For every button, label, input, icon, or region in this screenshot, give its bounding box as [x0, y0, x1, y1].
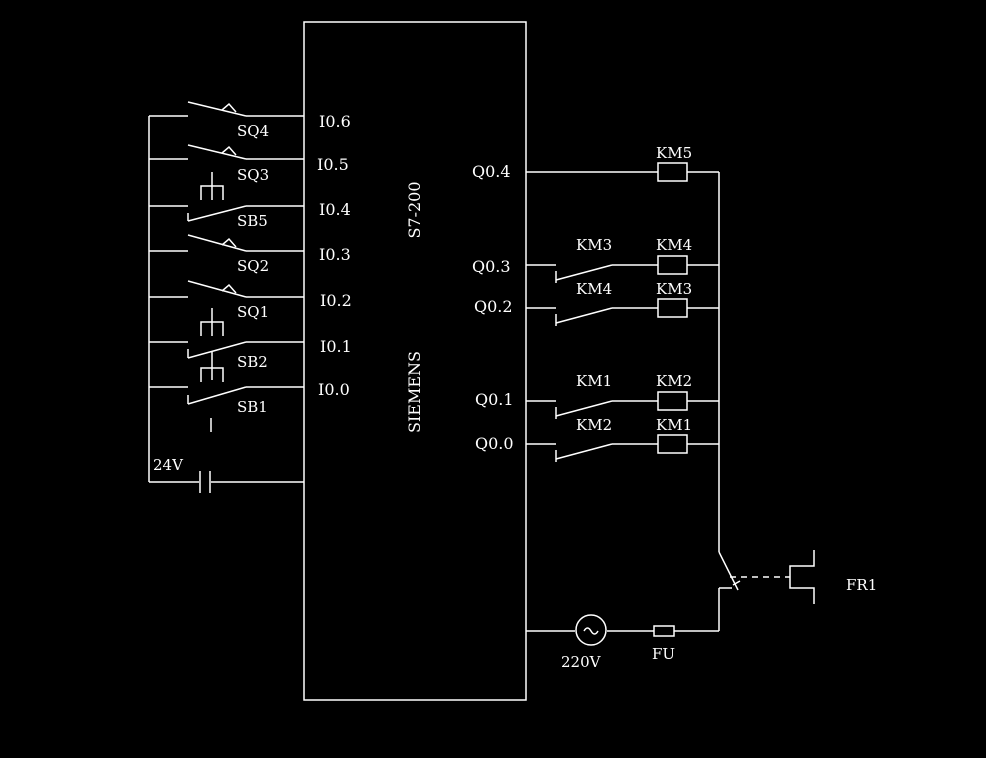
input-row-i01: SB2 I0.1 — [149, 308, 352, 371]
ac-source-icon — [575, 614, 607, 646]
fuse-fu — [653, 625, 675, 637]
thermal-relay-label: FR1 — [846, 576, 877, 594]
limit-switch-sq2 — [187, 234, 247, 252]
output-supply-label: 220V — [561, 653, 602, 671]
output-address-label: Q0.3 — [472, 257, 511, 276]
coil-km2 — [657, 391, 688, 411]
push-button-sb2 — [187, 341, 247, 359]
input-row-i04: SB5 I0.4 — [149, 172, 351, 230]
coil-km5 — [657, 162, 688, 182]
interlock-label: KM4 — [576, 280, 612, 298]
input-supply-label: 24V — [153, 456, 184, 474]
coil-km4 — [657, 255, 688, 275]
output-row-q01: Q0.1 KM1 KM2 — [475, 372, 719, 419]
push-button-sb1 — [187, 386, 247, 405]
coil-km1 — [657, 434, 688, 454]
limit-switch-sq3 — [187, 144, 247, 160]
input-address-label: I0.5 — [317, 155, 349, 174]
input-device-label: SB5 — [237, 212, 268, 230]
interlock-label: KM1 — [576, 372, 612, 390]
input-device-label: SQ4 — [237, 122, 269, 140]
interlock-contact-km4 — [555, 307, 613, 324]
plc-model-label: S7-200 — [405, 181, 424, 238]
input-device-label: SQ2 — [237, 257, 269, 275]
interlock-contact-km2 — [555, 443, 613, 460]
coil-km3 — [657, 298, 688, 318]
plc-brand-label: SIEMENS — [405, 351, 424, 433]
interlock-contact-km1 — [555, 400, 613, 417]
output-address-label: Q0.0 — [475, 434, 514, 453]
input-row-i03: SQ2 I0.3 — [149, 234, 351, 275]
output-row-q03: Q0.4 Q0.3 KM3 KM4 — [472, 236, 719, 283]
input-device-label: SQ3 — [237, 166, 269, 184]
interlock-label: KM2 — [576, 416, 612, 434]
limit-switch-sq4 — [187, 101, 247, 117]
input-address-label: I0.6 — [319, 112, 351, 131]
fuse-label: FU — [652, 645, 675, 663]
output-address-label: Q0.4 — [472, 162, 511, 181]
input-device-label: SB1 — [237, 398, 268, 416]
input-device-label: SB2 — [237, 353, 268, 371]
input-address-label: I0.2 — [320, 291, 352, 310]
coil-label: KM5 — [656, 144, 692, 162]
output-row-q04: Q0.4 KM5 — [472, 144, 719, 182]
interlock-label: KM3 — [576, 236, 612, 254]
input-device-label: SQ1 — [237, 303, 269, 321]
input-address-label: I0.1 — [320, 337, 352, 356]
thermal-relay-fr1: FR1 — [718, 550, 877, 631]
input-row-i06: SQ4 I0.6 — [149, 101, 351, 140]
input-row-i00: SB1 I0.0 — [149, 352, 350, 432]
coil-label: KM2 — [656, 372, 692, 390]
input-address-label: I0.0 — [318, 380, 350, 399]
push-button-sb5 — [187, 205, 247, 222]
interlock-contact-km3 — [555, 264, 613, 281]
coil-label: KM1 — [656, 416, 692, 434]
output-row-q02: Q0.2 KM4 KM3 — [474, 280, 719, 326]
input-row-i02: SQ1 I0.2 — [149, 280, 352, 321]
coil-label: KM3 — [656, 280, 692, 298]
output-supply-220v: 220V FU — [526, 614, 719, 671]
output-address-label: Q0.2 — [474, 297, 513, 316]
plc-body — [303, 21, 527, 701]
limit-switch-sq1 — [187, 280, 247, 298]
output-address-label: Q0.1 — [475, 390, 514, 409]
input-row-i05: SQ3 I0.5 — [149, 144, 349, 184]
input-address-label: I0.4 — [319, 200, 351, 219]
coil-label: KM4 — [656, 236, 692, 254]
output-row-q00: Q0.0 KM2 KM1 — [475, 416, 719, 462]
input-supply-24v: 24V — [149, 456, 304, 493]
input-address-label: I0.3 — [319, 245, 351, 264]
